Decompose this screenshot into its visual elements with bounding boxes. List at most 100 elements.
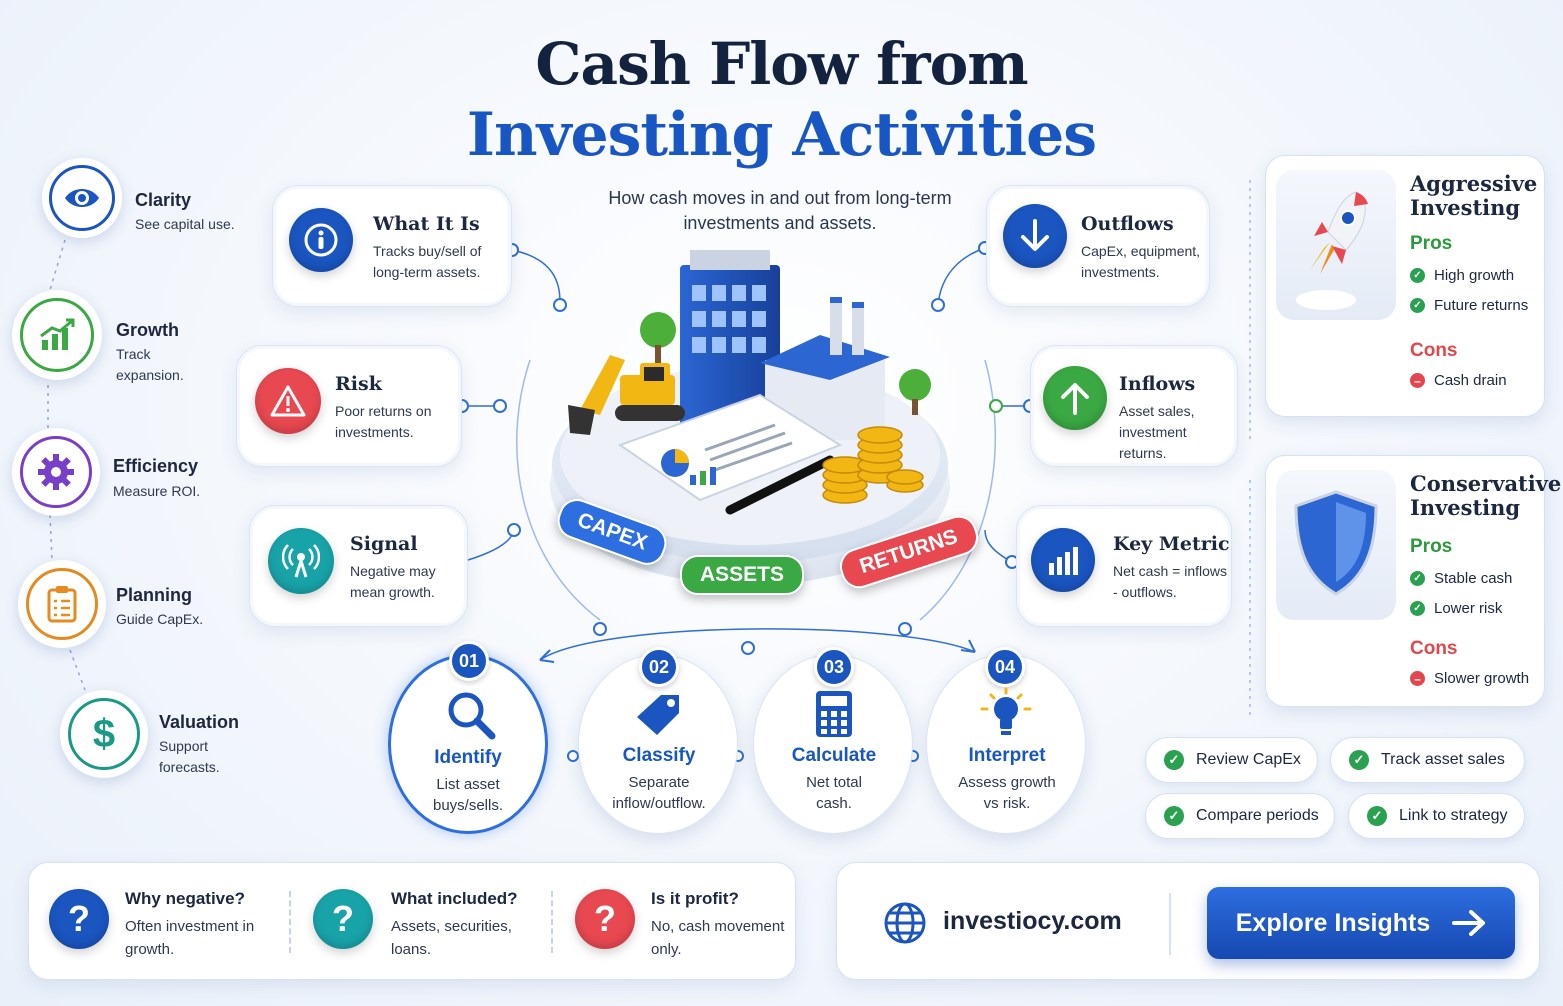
- check-icon: ✓: [1367, 806, 1387, 826]
- card-title: What It Is: [373, 213, 480, 235]
- con-item: –Cash drain: [1410, 372, 1507, 389]
- card-desc: Negative may mean growth.: [350, 563, 436, 600]
- card-desc: Poor returns on investments.: [335, 403, 432, 440]
- benefit-desc: See capital use.: [135, 216, 235, 232]
- growth-chart-icon: [20, 298, 94, 372]
- checklist-link-to-strategy[interactable]: ✓Link to strategy: [1348, 793, 1525, 839]
- check-icon: ✓: [1164, 806, 1184, 826]
- calculator-icon: [816, 691, 852, 737]
- card-signal[interactable]: Signal Negative may mean growth.: [249, 505, 468, 627]
- faq-question: Why negative?: [125, 889, 245, 908]
- benefit-desc: Track expansion.: [116, 346, 184, 383]
- conservative-investing-card: Conservative Investing Pros ✓Stable cash…: [1265, 455, 1562, 707]
- step-title: Classify: [622, 745, 696, 766]
- benefit-growth: [12, 290, 102, 380]
- benefit-valuation: $: [60, 690, 148, 778]
- footer-panel: investiocy.com Explore Insights: [836, 862, 1540, 980]
- card-title: Key Metric: [1113, 533, 1230, 555]
- card-title: Signal: [350, 533, 418, 555]
- step-desc: List asset buys/sells.: [432, 776, 504, 814]
- minus-icon: –: [1410, 671, 1425, 686]
- gear-icon: [20, 436, 92, 508]
- card-title: Outflows: [1081, 213, 1174, 235]
- step-desc: Assess growth vs risk.: [958, 774, 1056, 812]
- assets-tag: ASSETS: [680, 555, 805, 595]
- faq-divider: [551, 891, 553, 953]
- lightbulb-icon: [980, 687, 1032, 735]
- step-title: Interpret: [968, 745, 1046, 766]
- clipboard-icon: [26, 568, 98, 640]
- faq-divider: [289, 891, 291, 953]
- card-desc: Tracks buy/sell of long-term assets.: [373, 243, 482, 280]
- benefit-title: Efficiency: [113, 456, 199, 476]
- faq-panel: ? Why negative? Often investment in grow…: [28, 862, 796, 980]
- step-title: Calculate: [791, 745, 877, 766]
- faq-answer: Assets, securities, loans.: [391, 918, 512, 958]
- benefit-efficiency: [12, 428, 100, 516]
- card-outflows[interactable]: Outflows CapEx, equipment, investments.: [986, 185, 1210, 307]
- step-calculate[interactable]: 03 Calculate Net total cash.: [753, 647, 913, 834]
- rocket-icon: [1276, 170, 1396, 320]
- card-risk[interactable]: Risk Poor returns on investments.: [236, 345, 462, 467]
- broadcast-icon: [268, 528, 334, 594]
- card-key-metric[interactable]: Key Metric Net cash = inflows - outflows…: [1016, 505, 1232, 627]
- benefit-clarity: [42, 158, 122, 238]
- card-desc: Net cash = inflows - outflows.: [1113, 563, 1227, 600]
- step-desc: Net total cash.: [806, 774, 862, 812]
- bar-chart-icon: [1031, 528, 1095, 592]
- strategy-title: Aggressive Investing: [1410, 171, 1538, 220]
- globe-icon: [884, 902, 926, 944]
- pros-label: Pros: [1410, 536, 1453, 557]
- pro-item: ✓Stable cash: [1410, 570, 1512, 587]
- cons-label: Cons: [1410, 340, 1458, 361]
- step-title: Identify: [434, 747, 502, 768]
- step-number: 03: [814, 647, 854, 687]
- step-interpret[interactable]: 04 Interpret Assess growth vs risk.: [926, 647, 1086, 834]
- pro-item: ✓High growth: [1410, 267, 1514, 284]
- question-icon: ?: [49, 889, 109, 949]
- benefit-planning: [18, 560, 106, 648]
- step-number: 01: [449, 641, 489, 681]
- checklist-track-asset-sales[interactable]: ✓Track asset sales: [1330, 737, 1525, 783]
- info-icon: [289, 208, 353, 272]
- benefit-desc: Measure ROI.: [113, 483, 201, 499]
- footer-divider: [1169, 893, 1171, 955]
- card-title: Risk: [335, 373, 382, 395]
- checklist-compare-periods[interactable]: ✓Compare periods: [1145, 793, 1335, 839]
- check-icon: ✓: [1164, 750, 1184, 770]
- website-link[interactable]: investiocy.com: [943, 907, 1122, 935]
- cons-label: Cons: [1410, 638, 1458, 659]
- arrow-up-icon: [1043, 366, 1107, 430]
- step-number: 02: [639, 647, 679, 687]
- magnifier-icon: [448, 692, 496, 740]
- benefit-desc: Support forecasts.: [159, 738, 220, 775]
- card-desc: CapEx, equipment, investments.: [1081, 243, 1201, 280]
- card-title: Inflows: [1119, 373, 1196, 395]
- checklist-review-capex[interactable]: ✓Review CapEx: [1145, 737, 1318, 783]
- card-desc: Asset sales, investment returns.: [1119, 403, 1195, 461]
- dollar-icon: $: [68, 698, 140, 770]
- faq-question: Is it profit?: [651, 889, 739, 908]
- card-inflows[interactable]: Inflows Asset sales, investment returns.: [1030, 345, 1238, 467]
- benefit-title: Clarity: [135, 190, 192, 210]
- tag-icon: [637, 695, 679, 735]
- warning-icon: [255, 368, 321, 434]
- explore-insights-button[interactable]: Explore Insights: [1207, 887, 1515, 959]
- question-icon: ?: [313, 889, 373, 949]
- arrow-down-icon: [1003, 204, 1067, 268]
- question-icon: ?: [575, 889, 635, 949]
- minus-icon: –: [1410, 373, 1425, 388]
- step-desc: Separate inflow/outflow.: [612, 774, 706, 812]
- step-classify[interactable]: 02 Classify Separate inflow/outflow.: [578, 647, 738, 834]
- card-what-it-is[interactable]: What It Is Tracks buy/sell of long-term …: [272, 185, 512, 307]
- shield-icon: [1276, 470, 1396, 620]
- check-icon: ✓: [1410, 571, 1425, 586]
- eye-icon: [49, 165, 115, 231]
- step-number: 04: [985, 647, 1025, 687]
- step-identify[interactable]: 01 Identify List asset buys/sells.: [388, 641, 548, 834]
- page-subtitle: How cash moves in and out from long-term…: [608, 188, 952, 233]
- benefit-desc: Guide CapEx.: [116, 611, 204, 627]
- pro-item: ✓Future returns: [1410, 297, 1528, 314]
- check-icon: ✓: [1410, 268, 1425, 283]
- strategy-title: Conservative Investing: [1410, 471, 1562, 520]
